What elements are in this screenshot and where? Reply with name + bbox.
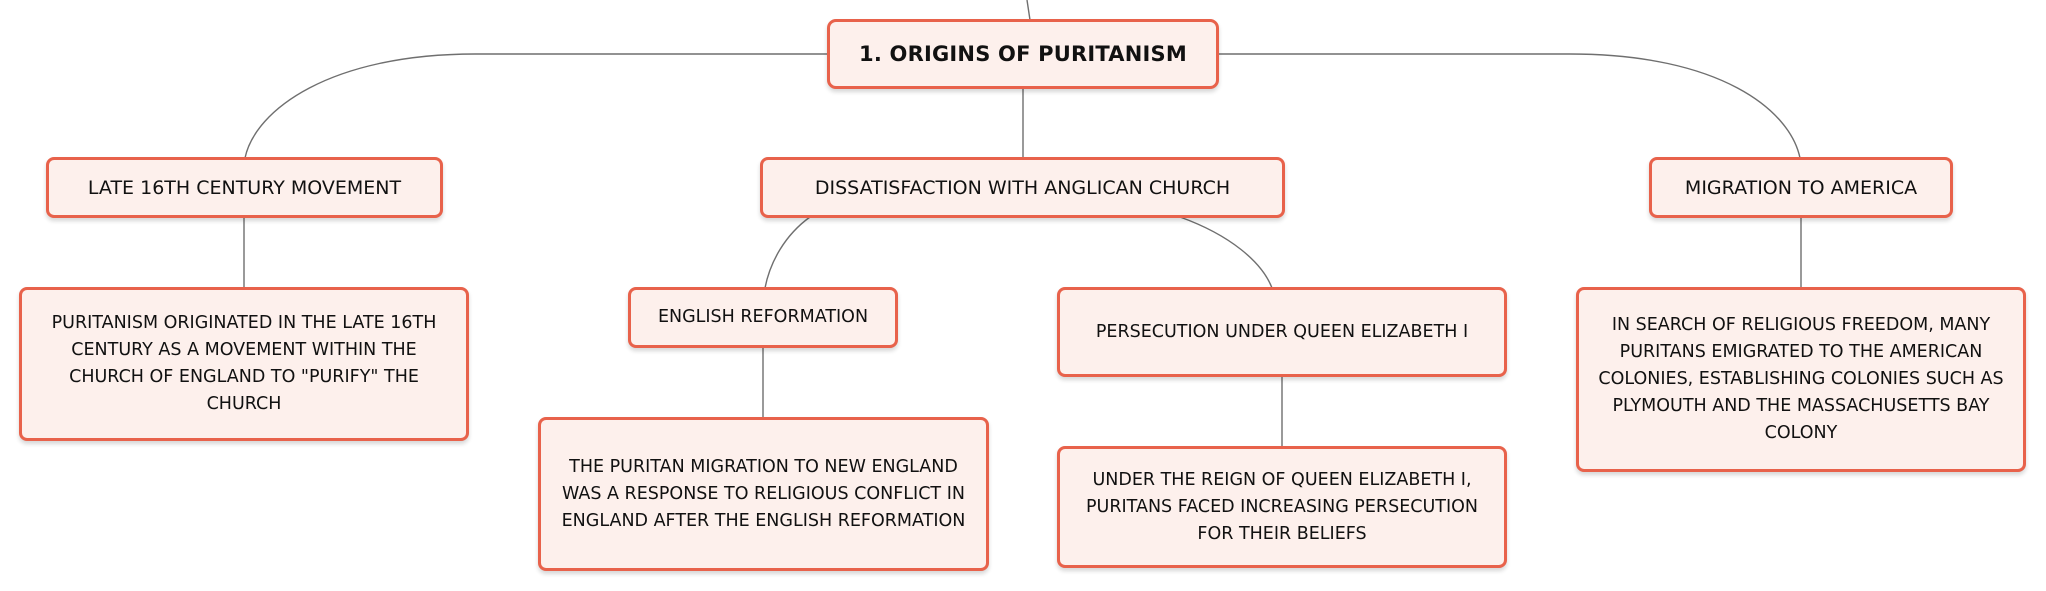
topic-label: DISSATISFACTION WITH ANGLICAN CHURCH [814, 176, 1231, 199]
detail-persecution-under-queen-elizabeth[interactable]: UNDER THE REIGN OF QUEEN ELIZABETH I, PU… [1057, 446, 1507, 568]
detail-text: UNDER THE REIGN OF QUEEN ELIZABETH I, PU… [1085, 469, 1478, 544]
topic-migration-to-america[interactable]: MIGRATION TO AMERICA [1649, 157, 1953, 218]
detail-english-reformation[interactable]: THE PURITAN MIGRATION TO NEW ENGLAND WAS… [538, 417, 989, 571]
detail-text: THE PURITAN MIGRATION TO NEW ENGLAND WAS… [561, 456, 966, 531]
detail-text: IN SEARCH OF RELIGIOUS FREEDOM, MANY PUR… [1598, 315, 2004, 443]
subtopic-label: PERSECUTION UNDER QUEEN ELIZABETH I [1095, 321, 1469, 342]
topic-label: MIGRATION TO AMERICA [1684, 176, 1918, 199]
root-topic-label: 1. ORIGINS OF PURITANISM [859, 42, 1187, 66]
detail-migration-to-america[interactable]: IN SEARCH OF RELIGIOUS FREEDOM, MANY PUR… [1576, 287, 2026, 472]
subtopic-persecution-under-queen-elizabeth[interactable]: PERSECUTION UNDER QUEEN ELIZABETH I [1057, 287, 1507, 377]
topic-label: LATE 16TH CENTURY MOVEMENT [87, 176, 402, 199]
subtopic-english-reformation[interactable]: ENGLISH REFORMATION [628, 287, 898, 348]
detail-text: PURITANISM ORIGINATED IN THE LATE 16TH C… [51, 313, 437, 414]
connector-root-migration [1218, 53, 1801, 159]
topic-late-16th-century-movement[interactable]: LATE 16TH CENTURY MOVEMENT [46, 157, 443, 218]
root-topic[interactable]: 1. ORIGINS OF PURITANISM [827, 19, 1219, 89]
connector-root-parent [1026, 0, 1031, 21]
subtopic-label: ENGLISH REFORMATION [657, 307, 869, 327]
detail-late-16th-century[interactable]: PURITANISM ORIGINATED IN THE LATE 16TH C… [19, 287, 469, 441]
connector-root-late16th [244, 53, 830, 159]
connector-dissatisfaction-reformation [764, 216, 811, 289]
topic-dissatisfaction-with-anglican-church[interactable]: DISSATISFACTION WITH ANGLICAN CHURCH [760, 157, 1285, 218]
connector-dissatisfaction-persecution [1179, 216, 1273, 289]
